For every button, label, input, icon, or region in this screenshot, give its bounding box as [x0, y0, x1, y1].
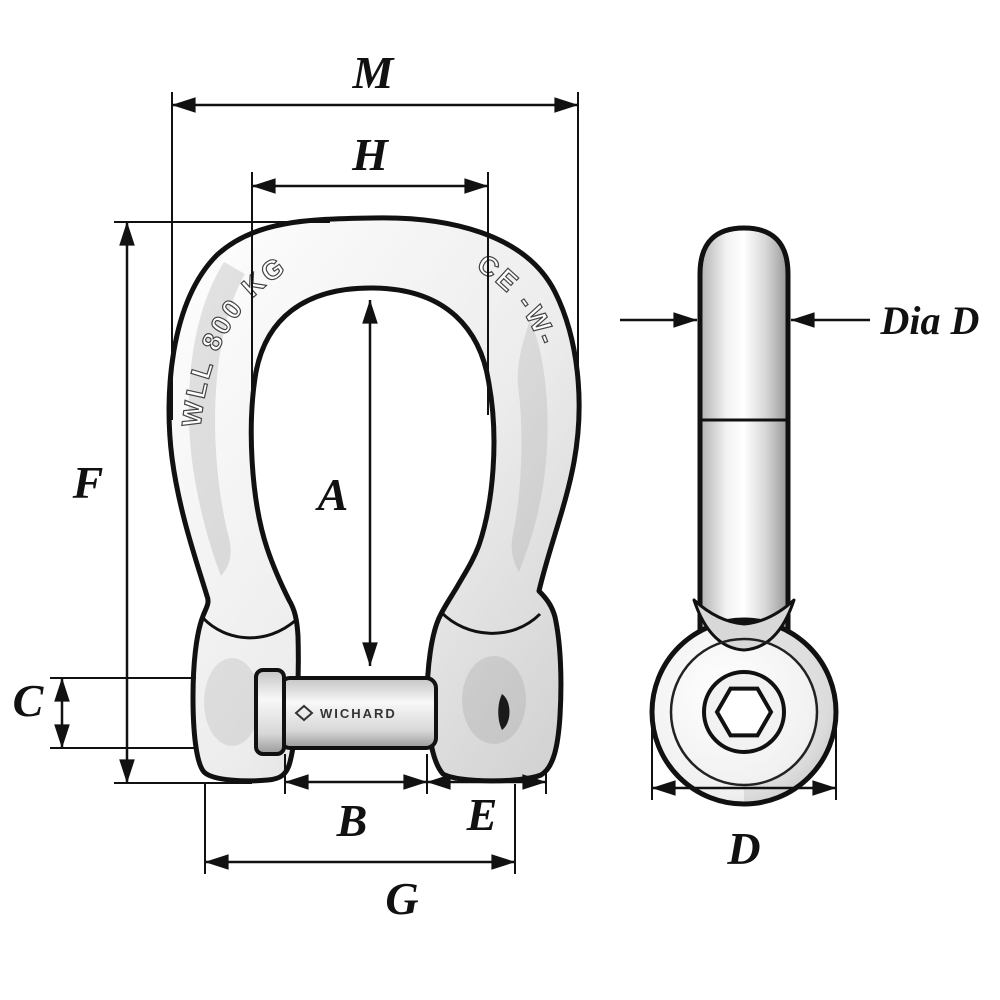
- dimensions: M H A F C B: [13, 47, 980, 924]
- dia-d-label: Dia D: [880, 298, 980, 343]
- dim-h: H: [251, 129, 489, 415]
- dim-d-label: D: [726, 823, 760, 874]
- dim-f-label: F: [72, 457, 104, 508]
- dim-b-label: B: [336, 795, 368, 846]
- dim-f: F: [72, 221, 330, 784]
- front-view: WICHARD WLL 800 KG CE -W-: [166, 215, 582, 784]
- dim-d: D: [651, 716, 837, 874]
- dim-g: G: [204, 784, 516, 924]
- dim-e-label: E: [466, 789, 498, 840]
- head-scallop: [692, 598, 796, 652]
- dim-c: C: [13, 675, 196, 749]
- brand-logo-icon: [294, 704, 314, 722]
- dim-c-label: C: [13, 675, 45, 726]
- dim-e: E: [426, 770, 547, 840]
- shading: [188, 262, 548, 746]
- pin-head-shading: [744, 620, 836, 804]
- pin-shaft-side: [697, 225, 791, 651]
- boss-junction-right-line: [439, 610, 542, 635]
- side-view: [649, 225, 839, 807]
- pin-collar: [254, 668, 286, 756]
- boss-junction-left-line: [201, 616, 297, 640]
- dim-a-label: A: [315, 469, 349, 520]
- shackle-body: [166, 215, 582, 784]
- pin-brand-engraving: WICHARD: [320, 706, 397, 721]
- dim-b: B: [284, 754, 428, 846]
- dim-m: M: [171, 47, 579, 420]
- dim-dia-d: Dia D: [620, 298, 979, 343]
- hex-socket: [714, 686, 774, 738]
- dim-a: A: [315, 299, 378, 667]
- pin: WICHARD: [254, 668, 510, 756]
- hex-slot-mark: [498, 694, 510, 730]
- dim-h-label: H: [351, 129, 389, 180]
- dim-g-label: G: [385, 873, 418, 924]
- dim-m-label: M: [352, 47, 396, 98]
